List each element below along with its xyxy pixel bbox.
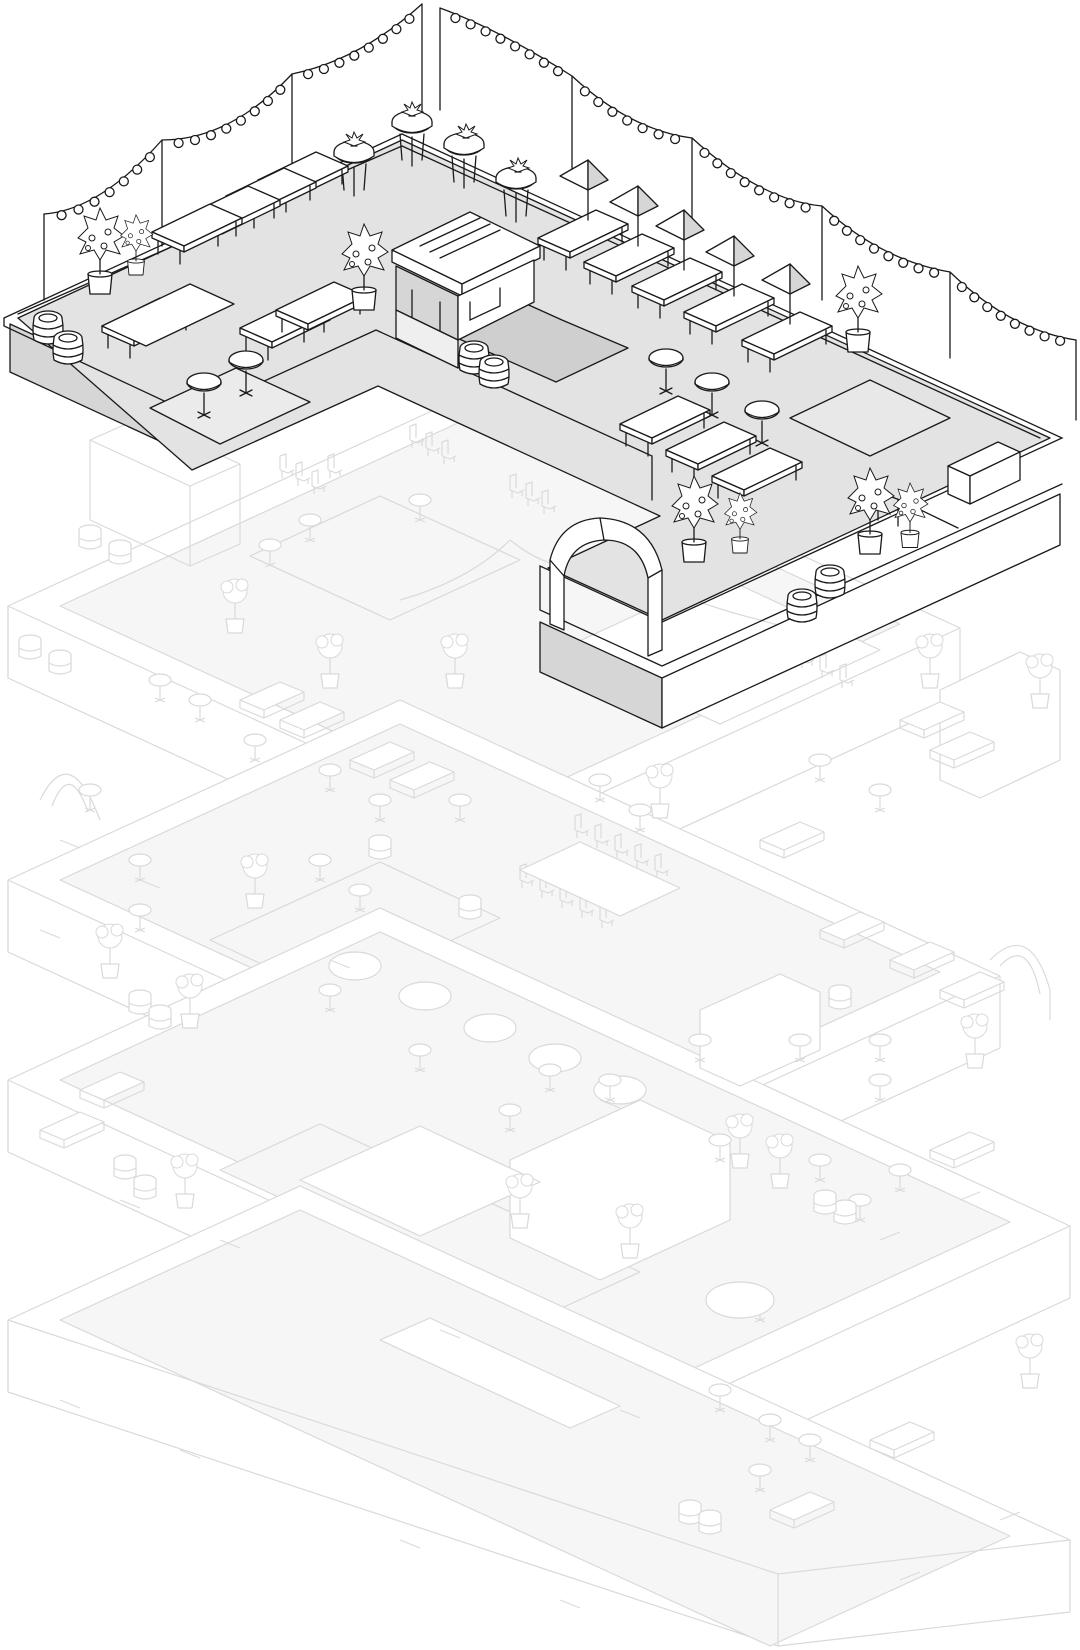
light-bulb xyxy=(480,26,491,37)
level-5-slab xyxy=(7,1185,1071,1647)
light-bulb xyxy=(1039,331,1050,342)
light-bulb xyxy=(593,96,604,108)
light-bulb xyxy=(349,50,360,61)
light-bulb xyxy=(868,243,880,254)
light-bulb xyxy=(538,57,550,68)
light-bulb xyxy=(712,158,723,169)
bar-kiosk xyxy=(391,211,541,369)
light-bulb xyxy=(552,66,564,77)
light-bulb xyxy=(1024,325,1035,336)
light-bulb xyxy=(969,292,980,303)
light-bulb xyxy=(913,263,924,274)
light-bulb xyxy=(391,23,402,35)
light-bulb xyxy=(898,257,909,268)
light-bulb xyxy=(465,19,476,30)
light-bulb xyxy=(363,42,374,53)
light-bulb xyxy=(73,204,84,215)
light-bulb xyxy=(768,192,780,203)
light-bulb xyxy=(495,33,506,44)
light-bulb xyxy=(637,122,648,134)
light-bulb xyxy=(699,147,710,159)
light-bulb xyxy=(104,186,115,198)
light-bulb xyxy=(1009,318,1021,329)
light-bulb xyxy=(928,267,940,278)
light-bulb xyxy=(982,301,993,313)
light-bulb xyxy=(653,129,664,140)
light-bulb xyxy=(249,106,260,117)
light-bulb xyxy=(524,49,535,60)
arch xyxy=(549,517,663,657)
light-bulb xyxy=(956,281,968,293)
light-bulb xyxy=(1054,335,1066,347)
rug-right xyxy=(789,379,951,457)
light-bulb xyxy=(450,12,461,24)
long-table-left xyxy=(101,283,235,347)
roof-floor xyxy=(17,139,1051,621)
light-bulb xyxy=(235,115,247,126)
light-bulb xyxy=(173,137,184,149)
light-bulb xyxy=(607,106,618,117)
string-lights xyxy=(43,3,1077,421)
light-bulb xyxy=(189,134,201,146)
light-bulb xyxy=(144,151,156,163)
light-bulb xyxy=(784,198,795,209)
light-bulb xyxy=(262,95,274,107)
light-bulb xyxy=(221,123,232,134)
light-bulb xyxy=(883,251,894,262)
light-bulb xyxy=(334,57,345,68)
lounge-sofa xyxy=(877,441,1021,529)
light-bulb xyxy=(725,167,736,179)
light-bulb xyxy=(622,115,633,126)
light-bulb xyxy=(579,86,591,97)
light-bulb xyxy=(800,202,811,213)
light-bulb xyxy=(404,13,415,25)
light-bulb xyxy=(318,63,330,75)
light-bulb xyxy=(509,41,521,52)
light-bulb xyxy=(855,234,866,246)
light-bulb xyxy=(89,196,100,207)
lower-levels-ghosted xyxy=(7,397,1071,1647)
light-bulb xyxy=(132,164,143,175)
light-bulb xyxy=(829,215,840,226)
light-bulb xyxy=(739,177,750,188)
roof-wall-right xyxy=(661,493,1061,729)
light-bulb xyxy=(995,310,1006,321)
light-bulb xyxy=(275,84,286,95)
light-bulb xyxy=(377,33,389,44)
light-bulb xyxy=(841,225,853,236)
light-bulb xyxy=(56,210,67,221)
light-bulb xyxy=(302,68,314,80)
light-bulb xyxy=(118,176,129,187)
light-bulb xyxy=(205,130,217,141)
light-bulb xyxy=(669,133,681,145)
light-bulb xyxy=(753,185,765,196)
rooftop-terrace xyxy=(3,3,1077,729)
